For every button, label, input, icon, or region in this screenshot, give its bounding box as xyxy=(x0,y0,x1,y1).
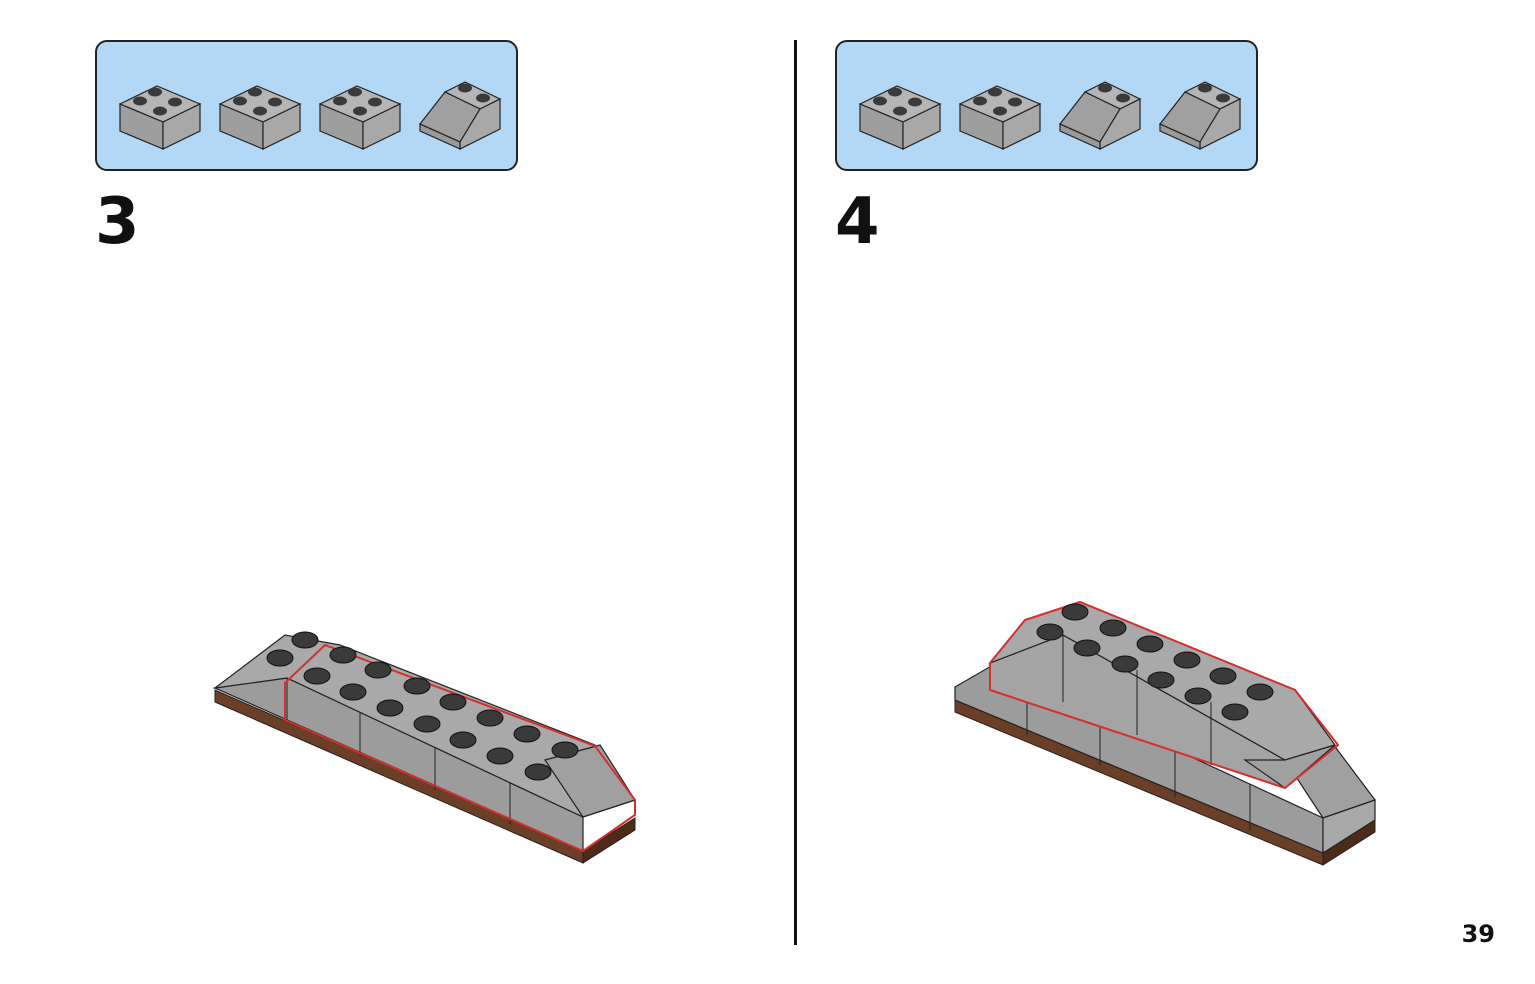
step-4: 4 xyxy=(740,0,1500,984)
step-number: 3 xyxy=(95,185,140,259)
brick-2x2-icon xyxy=(118,85,202,150)
parts-callout xyxy=(95,40,518,171)
slope-brick-2x2-icon xyxy=(1159,81,1242,150)
page-divider xyxy=(794,40,797,945)
step-number: 4 xyxy=(835,185,880,259)
brick-2x2-icon xyxy=(218,85,302,150)
slope-brick-2x2-icon xyxy=(419,81,502,150)
assembly-model-step-3 xyxy=(212,631,636,864)
brick-2x2-icon xyxy=(958,85,1042,150)
slope-brick-2x2-icon xyxy=(1059,81,1142,150)
assembly-model-step-4 xyxy=(954,600,1376,866)
step-3: 3 xyxy=(0,0,760,984)
brick-2x2-icon xyxy=(858,85,942,150)
parts-callout xyxy=(835,40,1258,171)
page-number: 39 xyxy=(1461,920,1495,948)
brick-2x2-icon xyxy=(318,85,402,150)
